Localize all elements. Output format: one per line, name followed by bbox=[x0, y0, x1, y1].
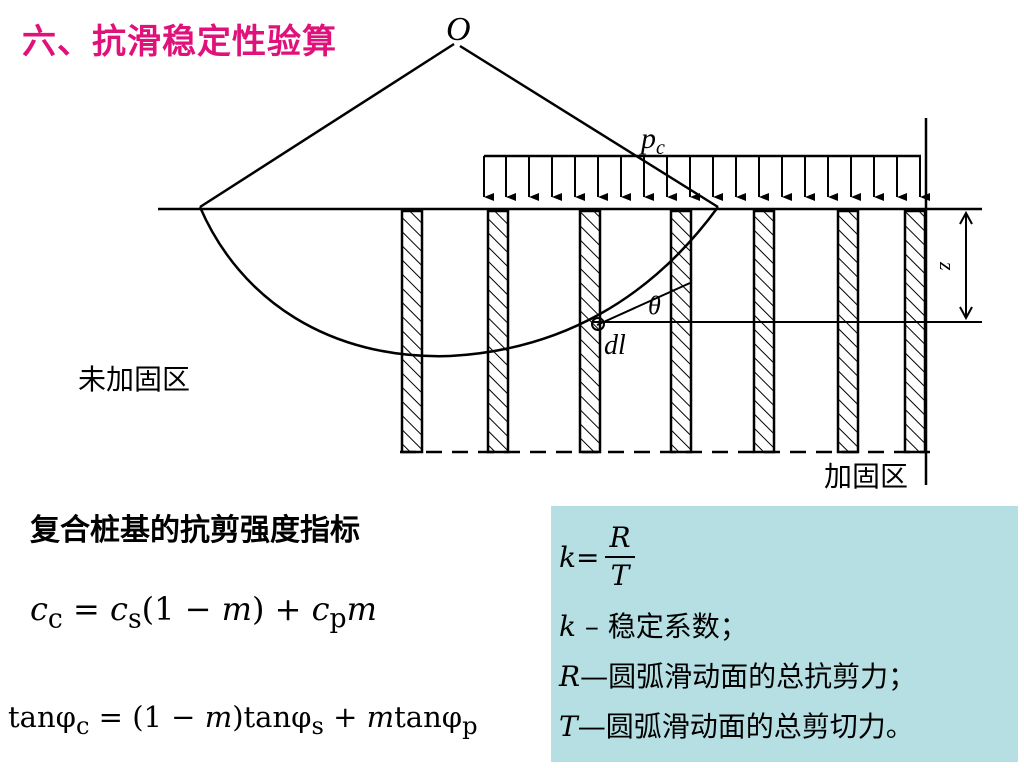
depth-label: z bbox=[935, 261, 960, 271]
piles bbox=[400, 209, 927, 454]
radius-right bbox=[459, 44, 719, 209]
stability-definition-box: k = R T k – 稳定系数； R—圆弧滑动面的总抗剪力； T—圆弧滑动面的… bbox=[551, 506, 1018, 762]
cohesion-formula: cc = cs(1 − m) + cpm bbox=[30, 590, 377, 635]
pile bbox=[400, 209, 424, 454]
friction-formula: tanφc = (1 − m)tanφs + mtanφp bbox=[8, 700, 478, 740]
slip-arc bbox=[198, 206, 720, 358]
pile bbox=[486, 209, 510, 454]
pile bbox=[752, 209, 776, 454]
pile bbox=[836, 209, 860, 454]
element-label: dl bbox=[604, 330, 626, 361]
safety-factor-equation: k = R T bbox=[559, 512, 1018, 602]
radius-left bbox=[199, 42, 455, 209]
page-title: 六、抗滑稳定性验算 bbox=[22, 22, 337, 62]
surcharge-load bbox=[483, 154, 930, 201]
pile bbox=[669, 209, 693, 454]
angle-label: θ bbox=[648, 291, 661, 320]
pile bbox=[578, 209, 602, 454]
fraction: R T bbox=[605, 520, 635, 594]
depth-dimension bbox=[959, 210, 973, 321]
definition-r: R—圆弧滑动面的总抗剪力； bbox=[559, 660, 917, 693]
definition-t: T—圆弧滑动面的总剪切力。 bbox=[559, 710, 914, 743]
definition-k: k – 稳定系数； bbox=[559, 610, 748, 643]
tangent-line bbox=[596, 282, 691, 326]
section-heading: 复合桩基的抗剪强度指标 bbox=[30, 513, 360, 548]
pile bbox=[903, 209, 927, 454]
center-label-o: O bbox=[446, 11, 471, 48]
slip-circle-diagram: O pc θ dl z bbox=[158, 11, 982, 485]
reinforced-zone-label: 加固区 bbox=[822, 455, 911, 495]
load-label: pc bbox=[639, 122, 665, 159]
unreinforced-zone-label: 未加固区 bbox=[78, 363, 191, 396]
slice-element-dl bbox=[591, 317, 605, 331]
